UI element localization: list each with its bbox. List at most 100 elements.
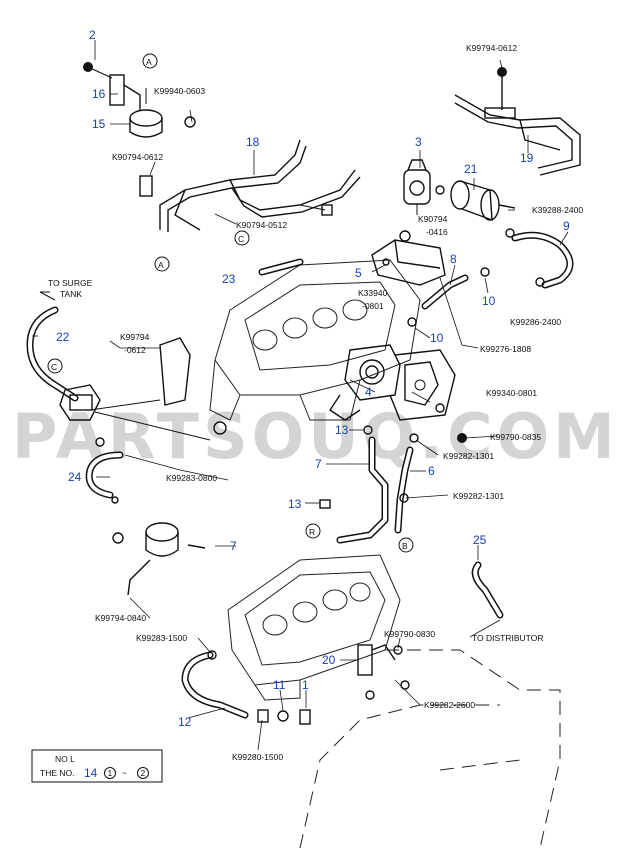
pn-k99283-1500: K99283-1500 — [136, 633, 187, 643]
pn-k99794-0612-top: K99794-0612 — [466, 43, 517, 53]
callout-8: 8 — [450, 252, 457, 266]
pn-k99790-0830: K99790-0830 — [384, 629, 435, 639]
sensor-3 — [403, 159, 431, 215]
pn-k90794-0512: K90794-0512 — [236, 220, 287, 230]
svg-text:R: R — [309, 527, 315, 537]
hose-9 — [511, 231, 574, 289]
callout-5: 5 — [355, 266, 362, 280]
letter-a-mid: A — [154, 256, 170, 272]
letter-r: R — [305, 523, 321, 539]
note-box-ref-1: 1 — [108, 768, 113, 778]
callout-22: 22 — [56, 330, 70, 344]
callout-11: 11 — [273, 678, 286, 692]
pn-k99340-0801: K99340-0801 — [486, 388, 537, 398]
hose-25 — [471, 561, 504, 619]
watermark: PARTSOUQ.COM — [12, 400, 619, 473]
pn-k90794: K90794 — [418, 214, 448, 224]
pn-k99790-0835: K99790-0835 — [490, 432, 541, 442]
callout-10b: 10 — [430, 331, 444, 345]
bracket-20 — [357, 644, 410, 690]
engine-outline-dashed — [299, 649, 561, 848]
callout-7a: 7 — [315, 457, 322, 471]
hose-12 — [181, 651, 249, 719]
pn-k99794-0840: K99794-0840 — [95, 613, 146, 623]
hose-22 — [26, 306, 79, 402]
callout-15: 15 — [92, 117, 106, 131]
callout-9: 9 — [563, 219, 570, 233]
pn-0801: -0801 — [362, 301, 384, 311]
bracket-left — [59, 337, 227, 441]
note-box-title: NO L — [55, 754, 75, 764]
hose-23 — [258, 258, 304, 276]
callout-24: 24 — [68, 470, 82, 484]
vacuum-pipe-19 — [454, 67, 581, 176]
callout-18: 18 — [246, 135, 260, 149]
pn-k99283-0800: K99283-0800 — [166, 473, 217, 483]
callout-12: 12 — [178, 715, 192, 729]
letter-c-top: C — [234, 230, 250, 246]
fittings — [95, 228, 545, 725]
svg-text:C: C — [51, 362, 57, 372]
callout-13b: 13 — [288, 497, 302, 511]
note-tank: TANK — [60, 289, 82, 299]
pn-0416: -0416 — [426, 227, 448, 237]
lower-manifold — [227, 554, 401, 701]
pn-k99940-0603: K99940-0603 — [154, 86, 205, 96]
callout-6: 6 — [428, 464, 435, 478]
hose-6 — [394, 446, 414, 534]
callout-1: 1 — [302, 678, 309, 692]
valve-17 — [112, 522, 206, 596]
intake-manifold — [209, 259, 421, 421]
callout-16: 16 — [92, 87, 106, 101]
callout-10a: 10 — [482, 294, 496, 308]
valve-21 — [435, 180, 516, 222]
note-box-prefix: THE NO. — [40, 768, 74, 778]
letter-c-left: C — [47, 358, 63, 374]
svg-text:B: B — [402, 541, 408, 551]
note-box-ref-2: 2 — [141, 768, 146, 778]
pn-k99282-2600: K99282-2600 — [424, 700, 475, 710]
circled-letters: A C A C R B — [47, 53, 414, 553]
callout-25: 25 — [473, 533, 487, 547]
pn-k33940: K33940 — [358, 288, 388, 298]
callout-21: 21 — [464, 162, 478, 176]
note-box: NO L THE NO. 14 1 ~ 2 — [31, 749, 163, 783]
pn-k39288-2400: K39288-2400 — [532, 205, 583, 215]
throttle-body — [329, 344, 456, 421]
hose-7 — [336, 436, 389, 544]
bracket-5 — [371, 230, 446, 286]
notes: TO SURGE TANK TO DISTRIBUTOR — [39, 278, 543, 643]
callout-3: 3 — [415, 135, 422, 149]
pn-k99286-2400: K99286-2400 — [510, 317, 561, 327]
svg-text:A: A — [158, 260, 164, 270]
note-to-surge: TO SURGE — [48, 278, 93, 288]
callout-13a: 13 — [335, 423, 349, 437]
pn-k99794: K99794 — [120, 332, 150, 342]
callout-4: 4 — [365, 385, 372, 399]
svg-text:C: C — [238, 234, 244, 244]
callout-19: 19 — [520, 151, 534, 165]
pn-k90794-0612: K90794-0612 — [112, 152, 163, 162]
callouts: 2 16 15 18 3 21 19 9 23 5 8 10 22 10 4 1… — [56, 28, 570, 729]
note-box-tilde: ~ — [122, 768, 127, 778]
solenoid-valve — [83, 62, 196, 138]
letter-b: B — [398, 537, 414, 553]
vacuum-pipe-18 — [139, 139, 361, 232]
pn-0612: -0612 — [124, 345, 146, 355]
part-numbers: K99794-0612 K99940-0603 K90794-0612 K907… — [95, 43, 583, 762]
pn-k99276-1808: K99276-1808 — [480, 344, 531, 354]
callout-20: 20 — [322, 653, 336, 667]
letter-a-top: A — [142, 53, 158, 69]
callout-23: 23 — [222, 272, 236, 286]
pn-k99282-1301-a: K99282-1301 — [443, 451, 494, 461]
pn-k99280-1500: K99280-1500 — [232, 752, 283, 762]
callout-2: 2 — [89, 28, 96, 42]
note-box-number: 14 — [84, 766, 98, 780]
callout-7b: 7 — [230, 539, 237, 553]
note-to-distributor: TO DISTRIBUTOR — [472, 633, 543, 643]
hose-24 — [85, 451, 124, 499]
leader-lines — [32, 40, 569, 751]
pn-k99282-1301-b: K99282-1301 — [453, 491, 504, 501]
svg-text:A: A — [146, 57, 152, 67]
